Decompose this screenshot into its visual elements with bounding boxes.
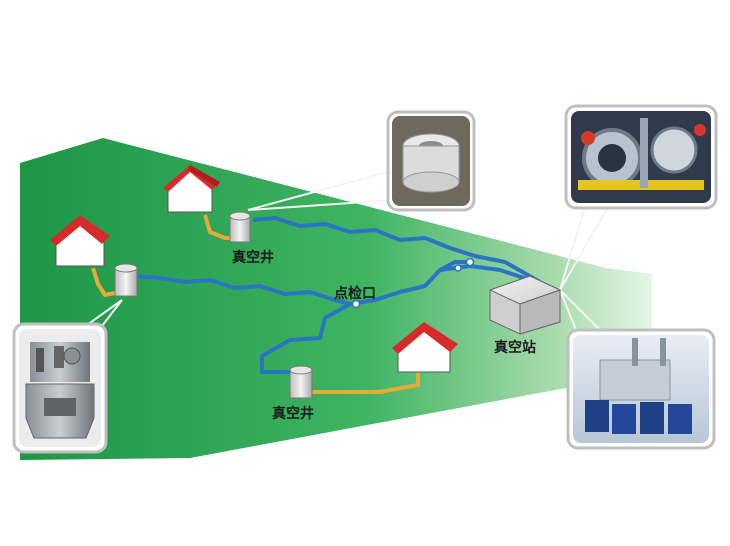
photo-station-machinery (564, 104, 718, 210)
vacuum-well-top (229, 211, 251, 243)
label-vacuum-well-bottom: 真空井 (272, 405, 314, 422)
photo-station-hall (566, 328, 716, 450)
photo-valve-unit (12, 322, 108, 454)
label-vacuum-station: 真空站 (494, 339, 536, 356)
house-top (163, 165, 220, 213)
vacuum-station-box (488, 275, 562, 335)
house-right (392, 322, 458, 373)
label-vacuum-well-top: 真空井 (232, 249, 274, 266)
inspection-port-markers (351, 257, 475, 309)
vacuum-well-bottom (289, 365, 313, 399)
label-inspection-port: 点检口 (334, 285, 376, 302)
vacuum-well-left (114, 263, 138, 297)
vacuum-pipes (134, 216, 541, 374)
photo-well-top (386, 110, 476, 212)
house-left (50, 215, 110, 267)
